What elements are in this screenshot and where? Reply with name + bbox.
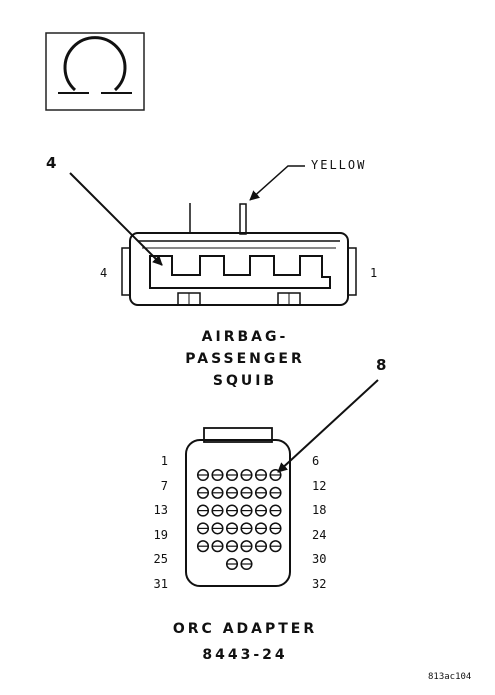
adapter-pin-cavity	[240, 557, 253, 571]
adapter-pin-number: 18	[312, 503, 327, 517]
adapter-pin-cavity	[225, 522, 239, 535]
adapter-pin-cavity	[254, 468, 268, 482]
wire-color-label: YELLOW	[311, 158, 367, 172]
adapter-pin-cavity	[225, 540, 239, 553]
adapter-pin-cavity	[196, 504, 210, 517]
squib-pin-left-label: 4	[100, 266, 108, 280]
adapter-pin-cavity	[196, 522, 210, 535]
adapter-title: ORC ADAPTER 8443-24	[160, 616, 330, 668]
adapter-pin-number: 13	[153, 503, 168, 517]
connector-symbol-icon	[45, 32, 145, 111]
adapter-pin-cavity	[240, 522, 253, 535]
adapter-pin-number: 7	[160, 478, 168, 493]
squib-title-line-3: SQUIB	[212, 373, 278, 389]
adapter-pin-cavity	[225, 557, 239, 571]
adapter-pin-cavity	[269, 504, 282, 517]
adapter-pin-number: 12	[312, 478, 327, 493]
adapter-pin-cavity	[254, 504, 268, 517]
adapter-pin-cavity	[254, 486, 268, 499]
adapter-pin-cavity	[211, 504, 224, 517]
adapter-pin-number: 31	[153, 576, 168, 591]
squib-pin-right-label: 1	[370, 266, 378, 280]
adapter-title-line-1: ORC ADAPTER	[172, 621, 318, 637]
callout-8-label: 8	[376, 356, 387, 374]
squib-title: AIRBAG- PASSENGER SQUIB	[180, 326, 310, 392]
adapter-pin-number: 30	[312, 552, 327, 566]
adapter-pin-cavity	[225, 486, 239, 499]
adapter-pin-cavity	[269, 540, 282, 553]
figure-id-label: 813ac104	[428, 672, 472, 682]
squib-connector	[121, 203, 357, 306]
adapter-pin-number: 24	[312, 527, 327, 542]
adapter-pin-number: 19	[153, 527, 168, 542]
adapter-pin-number: 6	[312, 454, 320, 468]
adapter-pin-cavity	[196, 468, 210, 482]
adapter-pin-cavity	[196, 486, 210, 499]
squib-title-line-1: AIRBAG-	[201, 329, 289, 345]
adapter-pin-cavity	[240, 486, 253, 499]
adapter-pin-cavity	[254, 540, 268, 553]
adapter-pin-cavity	[211, 486, 224, 499]
adapter-pin-cavity	[240, 468, 253, 482]
adapter-pin-number: 25	[153, 552, 168, 566]
adapter-pin-cavity	[211, 522, 224, 535]
adapter-pin-number: 32	[312, 576, 327, 591]
adapter-pin-number: 1	[160, 454, 168, 468]
adapter-pin-cavity	[196, 540, 210, 553]
orc-adapter-connector	[185, 427, 291, 587]
adapter-pin-cavity	[269, 468, 282, 482]
adapter-right-pin-numbers: 6 12 18 24 30 32	[312, 449, 342, 596]
adapter-pin-cavity	[240, 540, 253, 553]
callout-4-arrow	[69, 172, 163, 266]
adapter-pin-cavity	[211, 540, 224, 553]
adapter-pin-cavity	[211, 468, 224, 482]
adapter-left-pin-numbers: 1 7 13 19 25 31	[138, 449, 168, 596]
adapter-pin-cavity	[269, 522, 282, 535]
adapter-pin-cavity	[240, 504, 253, 517]
adapter-pin-cavity	[269, 486, 282, 499]
adapter-pin-cavity	[225, 504, 239, 517]
callout-8-arrow	[277, 379, 379, 473]
squib-title-line-2: PASSENGER	[185, 351, 305, 367]
yellow-wire-leader	[249, 165, 305, 201]
adapter-pin-cavity	[225, 468, 239, 482]
adapter-pin-cavity	[254, 522, 268, 535]
adapter-title-line-2: 8443-24	[202, 647, 288, 663]
callout-4-label: 4	[46, 154, 57, 172]
